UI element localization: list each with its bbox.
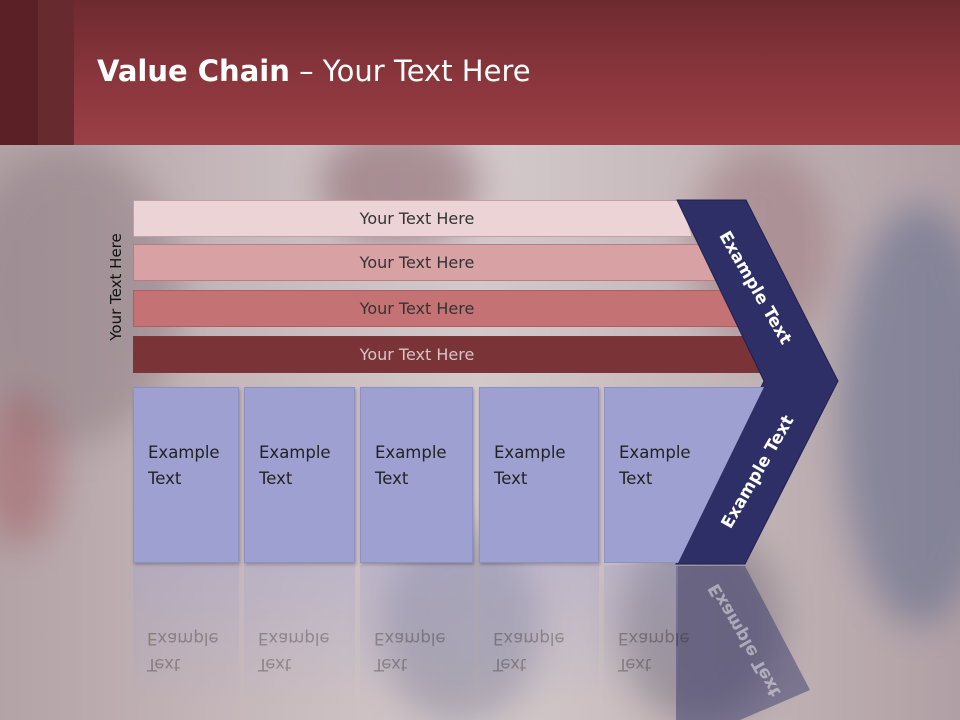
title-bold: Value Chain <box>97 54 290 88</box>
example-box-reflection-text: Text Example <box>374 625 446 677</box>
example-box-line2: Text <box>619 469 653 488</box>
reflection-line: Text <box>618 655 652 674</box>
example-box-line2: Text <box>148 469 182 488</box>
example-box-line1: Example <box>619 443 691 462</box>
reflection-line: Text <box>374 655 408 674</box>
value-bar-1: Your Text Here <box>133 200 692 237</box>
example-box-reflection: Text Example <box>479 565 599 705</box>
reflection-line: Text <box>258 655 292 674</box>
reflection-line: Example <box>618 629 690 648</box>
value-bar-label: Your Text Here <box>359 253 475 272</box>
header-stripe-dark <box>0 0 38 145</box>
value-bar-4: Your Text Here <box>133 336 763 373</box>
reflection-line: Example <box>147 629 219 648</box>
header-stripe-mid <box>38 0 74 145</box>
value-bar-3: Your Text Here <box>133 290 740 327</box>
example-box-line2: Text <box>259 469 293 488</box>
example-box-line1: Example <box>259 443 331 462</box>
reflection-line: Text <box>493 655 527 674</box>
example-box-reflection: Text Example <box>133 565 239 705</box>
reflection-line: Text <box>147 655 181 674</box>
example-box-reflection-text: Text Example <box>493 625 565 677</box>
slide-title: Value Chain – Your Text Here <box>97 54 531 88</box>
reflection-line: Example <box>374 629 446 648</box>
example-box-reflection: Text Example <box>604 565 690 705</box>
value-bar-label: Your Text Here <box>359 345 475 364</box>
value-bar-2: Your Text Here <box>133 244 717 281</box>
title-rest: – Your Text Here <box>289 54 531 88</box>
example-box-line2: Text <box>375 469 409 488</box>
example-box-reflection: Text Example <box>360 565 473 705</box>
example-box-reflection-text: Text Example <box>258 625 330 677</box>
example-box-reflection-text: Text Example <box>618 625 690 677</box>
example-box-line1: Example <box>494 443 566 462</box>
example-box-reflection-text: Text Example <box>147 625 219 677</box>
value-bar-label: Your Text Here <box>359 299 475 318</box>
side-label: Your Text Here <box>107 233 125 341</box>
example-box-reflection: Text Example <box>244 565 355 705</box>
value-bar-label: Your Text Here <box>359 209 475 228</box>
title-bar: Value Chain – Your Text Here <box>0 0 960 145</box>
example-box-line1: Example <box>148 443 220 462</box>
reflection-line: Example <box>493 629 565 648</box>
example-box-line1: Example <box>375 443 447 462</box>
example-box-line2: Text <box>494 469 528 488</box>
reflection-line: Example <box>258 629 330 648</box>
